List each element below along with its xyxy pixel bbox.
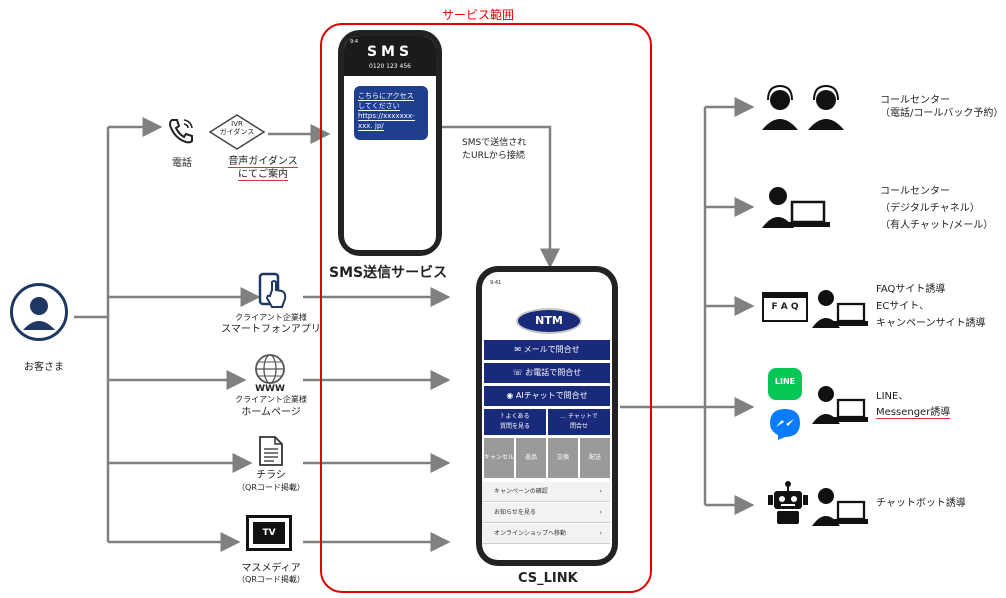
web-label: ホームページ — [241, 407, 301, 418]
line-app-icon: LINE — [768, 368, 802, 400]
sms-note-line-1: SMSで送信され — [462, 138, 527, 148]
ai-chat-button[interactable]: ◉ AIチャットで問合せ — [484, 386, 610, 406]
sms-note-line-2: たURLから接続 — [462, 151, 525, 161]
app-label: スマートフォンアプリ — [221, 324, 321, 335]
grid-cancel[interactable]: キャンセル — [484, 438, 514, 478]
dest-bot-text: チャットボット誘導 — [876, 498, 966, 509]
cs-link-screen: 9:41 NTM ✉ メールで問合せ ☏ お電話で問合せ ◉ AIチャットで問合… — [482, 272, 612, 560]
menu-news[interactable]: お知らせを見る› — [482, 503, 610, 523]
document-icon — [258, 435, 284, 471]
sms-header-title: SMS — [366, 44, 414, 60]
service-scope-frame — [320, 23, 652, 593]
dest-line-text: LINE、Messenger誘導 — [876, 391, 951, 419]
sms-header-number: 0120 123 456 — [369, 63, 411, 70]
tv-icon-screen: TV — [253, 522, 285, 544]
sms-message-bubble: こちらにアクセス してください https://xxxxxxx- xxx. jp… — [354, 86, 428, 140]
grid-return[interactable]: 返品 — [516, 438, 546, 478]
line-app-text: LINE — [774, 377, 796, 386]
messenger-icon — [768, 407, 802, 445]
customer-label: お客さま — [24, 362, 64, 373]
customer-avatar-icon — [10, 283, 68, 341]
grid-exchange[interactable]: 交換 — [548, 438, 578, 478]
flyer-sub-label: （QRコード掲載） — [237, 483, 305, 492]
sms-status-time: 9:4 — [350, 39, 359, 45]
globe-icon — [250, 353, 290, 395]
tv-icon: TV — [246, 515, 292, 551]
operator-headset-icon — [760, 84, 850, 136]
operator-laptop-icon — [760, 182, 832, 234]
dest-call-center-text: コールセンター（電話/コールバック予約） — [880, 95, 1004, 119]
robot-icon — [768, 480, 808, 530]
cs-link-label: CS_LINK — [518, 571, 578, 586]
media-sub-label: （QRコード掲載） — [237, 575, 305, 584]
app-sub-label: クライアント企業様 — [235, 313, 307, 322]
ivr-label: 音声ガイダンス にてご案内 — [228, 156, 298, 181]
grid-delivery[interactable]: 配送 — [580, 438, 610, 478]
phone-inquiry-button[interactable]: ☏ お電話で問合せ — [484, 363, 610, 383]
sms-note: SMSで送信され たURLから接続 — [462, 137, 526, 163]
cs-status-time: 9:41 — [490, 280, 502, 286]
sms-phone-header: 9:4 SMS 0120 123 456 — [344, 36, 436, 76]
chat-inquiry-button[interactable]: … チャットで問合せ — [548, 409, 610, 435]
line-operator-icon — [812, 382, 870, 430]
faq-window-icon: F A Q — [762, 292, 808, 322]
flyer-label: チラシ — [256, 470, 286, 481]
menu-online-shop[interactable]: オンラインショップへ移動› — [482, 524, 610, 544]
sms-bubble-link-2[interactable]: xxx. jp/ — [358, 122, 384, 131]
cs-logo: NTM — [516, 308, 582, 334]
sms-phone-screen: 9:4 SMS 0120 123 456 こちらにアクセス してください htt… — [344, 36, 436, 250]
faq-window-text: F A Q — [771, 302, 799, 312]
dest-digital-text: コールセンター（デジタルチャネル）（有人チャット/メール） — [880, 186, 994, 231]
menu-campaign[interactable]: キャンペーンの確認› — [482, 482, 610, 502]
email-inquiry-button[interactable]: ✉ メールで問合せ — [484, 340, 610, 360]
sms-phone: 9:4 SMS 0120 123 456 こちらにアクセス してください htt… — [338, 30, 442, 256]
cs-link-phone: 9:41 NTM ✉ メールで問合せ ☏ お電話で問合せ ◉ AIチャットで問合… — [476, 266, 618, 566]
sms-service-label: SMS送信サービス — [329, 265, 448, 281]
service-scope-title: サービス範囲 — [442, 8, 515, 22]
bot-operator-icon — [812, 484, 870, 532]
phone-label: 電話 — [172, 158, 192, 169]
faq-button[interactable]: ? よくある質問を見る — [484, 409, 546, 435]
media-label: マスメディア — [241, 563, 301, 574]
smartphone-tap-icon — [256, 272, 292, 314]
sms-bubble-line-2: してください — [358, 102, 400, 111]
sms-bubble-line-1: こちらにアクセス — [358, 92, 414, 101]
sms-bubble-link-1[interactable]: https://xxxxxxx- — [358, 112, 415, 121]
faq-operator-icon — [812, 286, 870, 334]
www-text: WWW — [255, 384, 285, 394]
web-sub-label: クライアント企業様 — [235, 395, 307, 404]
phone-icon — [166, 116, 196, 150]
ivr-diamond-icon — [208, 113, 266, 155]
